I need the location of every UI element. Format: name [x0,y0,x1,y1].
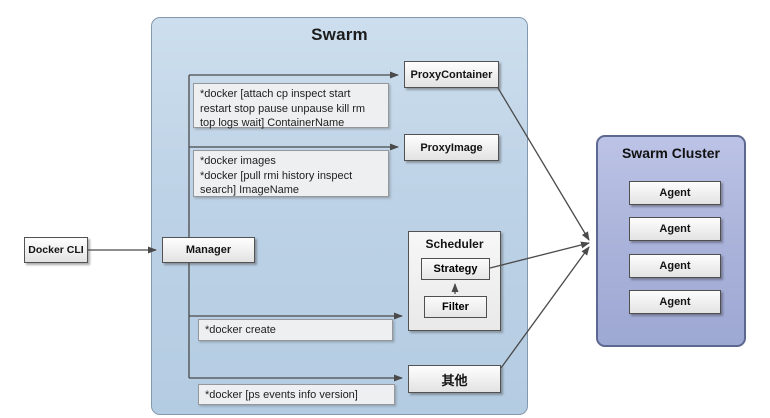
proxycontainer-node: ProxyContainer [404,61,499,88]
docker-cli-node: Docker CLI [24,237,88,263]
swarm-cluster-title: Swarm Cluster [621,145,721,161]
strategy-node: Strategy [421,258,490,280]
note-image-commands-line1: *docker images [200,155,276,167]
filter-node: Filter [424,296,487,318]
agent-node-3: Agent [629,254,721,278]
swarm-title: Swarm [311,25,368,44]
scheduler-group: Scheduler Strategy Filter [408,231,501,331]
proxyimage-node: ProxyImage [404,134,499,161]
agent-node-2: Agent [629,217,721,241]
swarm-cluster-container: Swarm Cluster Agent Agent Agent Agent [596,135,746,347]
note-info-commands: *docker [ps events info version] [198,384,395,405]
note-create-command: *docker create [198,319,393,341]
other-node: 其他 [408,365,501,393]
manager-node: Manager [162,237,255,263]
agent-node-4: Agent [629,290,721,314]
note-image-commands-line2: *docker [pull rmi history inspect search… [200,169,353,197]
note-container-commands: *docker [attach cp inspect start restart… [193,83,389,129]
scheduler-title: Scheduler [425,237,484,251]
agent-node-1: Agent [629,181,721,205]
note-image-commands: *docker images *docker [pull rmi history… [193,150,389,197]
